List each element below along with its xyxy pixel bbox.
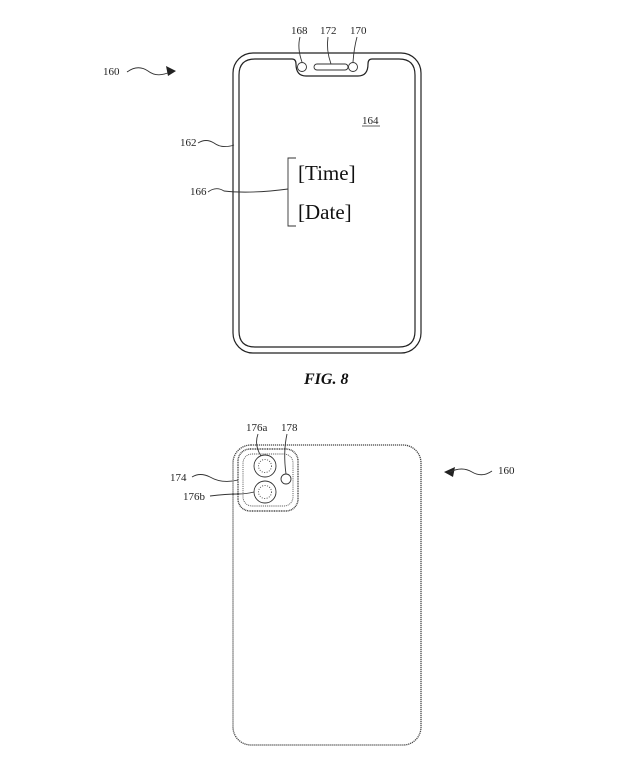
figure-8-caption: FIG. 8 <box>303 371 348 388</box>
front-sensor-right <box>348 62 358 72</box>
ref-174: 174 <box>170 472 187 484</box>
ref-170: 170 <box>350 25 367 37</box>
lens-a-outer <box>253 454 277 478</box>
ref-172: 172 <box>320 25 337 37</box>
arrowhead-160-front <box>166 66 176 76</box>
leader-170 <box>352 36 358 63</box>
leader-174 <box>191 474 239 482</box>
ref-178: 178 <box>281 422 298 434</box>
front-housing-outline <box>232 52 422 354</box>
leader-162 <box>197 140 235 148</box>
lens-b-outer <box>253 480 277 504</box>
leader-176b <box>209 491 255 497</box>
camera-module-inner <box>242 453 294 507</box>
leader-178 <box>284 433 288 475</box>
ref-176b: 176b <box>183 491 206 503</box>
lens-a-inner <box>258 459 272 473</box>
text-group-bracket <box>287 157 296 227</box>
ref-176a: 176a <box>246 422 268 434</box>
back-housing-outline <box>232 444 422 746</box>
speaker-grille <box>313 63 349 71</box>
date-label: [Date] <box>298 200 352 224</box>
figure-9-back-view: 176a 178 174 176b 160 <box>170 422 515 746</box>
leader-176a <box>256 433 262 457</box>
ref-160-front: 160 <box>103 66 120 78</box>
display-outline-with-notch <box>238 58 416 348</box>
ref-160-back: 160 <box>498 465 515 477</box>
ref-168: 168 <box>291 25 308 37</box>
flash-icon <box>280 473 292 485</box>
lens-b-inner <box>258 485 272 499</box>
time-label: [Time] <box>298 161 356 185</box>
arrow-160-front <box>126 67 171 76</box>
ref-162: 162 <box>180 137 197 149</box>
camera-module-outer <box>237 448 299 512</box>
arrow-160-back <box>449 468 493 476</box>
ref-166: 166 <box>190 186 207 198</box>
arrowhead-160-back <box>444 467 455 477</box>
figure-8-front-view: 168 172 170 160 164 162 166 [Time] [Date… <box>103 25 422 388</box>
leader-166 <box>207 188 289 193</box>
ref-164: 164 <box>362 115 379 127</box>
front-sensor-left <box>297 62 307 72</box>
leader-172 <box>326 36 332 65</box>
leader-168 <box>298 36 303 63</box>
